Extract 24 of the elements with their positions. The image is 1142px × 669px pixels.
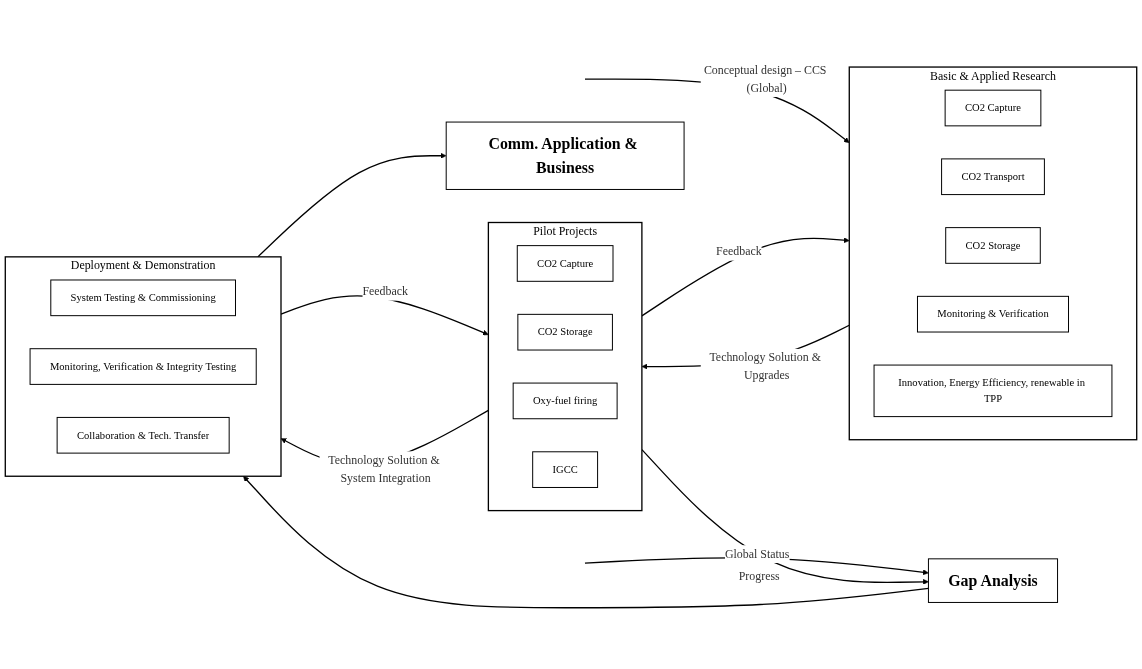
arrow (641, 448, 929, 585)
arrow (641, 237, 850, 317)
node-box: Monitoring & Verification (916, 295, 1069, 333)
edge-label: Feedback (362, 284, 408, 299)
edge-label: Feedback (716, 244, 762, 259)
edge-label: Technology Solution & Upgrades (709, 350, 821, 382)
arrow (257, 152, 447, 258)
node-box: CO2 Storage (517, 313, 613, 351)
node-box: Innovation, Energy Efficiency, renewable in TPP (873, 364, 1113, 418)
node-box: Gap Analysis (927, 558, 1059, 603)
node-box: CO2 Storage (945, 227, 1041, 264)
edge-label: Global Status (724, 547, 790, 561)
node-box: CO2 Capture (944, 89, 1042, 127)
node-box: CO2 Transport (941, 158, 1045, 196)
edge-label: Conceptual design – CCS (Global) (703, 63, 827, 95)
node-box: Collaboration & Tech. Transfer (56, 416, 230, 454)
edge-label: Progress (738, 569, 780, 583)
edge-label: Technology Solution & System Integration (328, 453, 440, 485)
node-box: Oxy-fuel firing (512, 382, 618, 420)
node-box: Comm. Application & Business (445, 121, 685, 190)
node-box: System Testing & Commissioning (50, 279, 236, 317)
node-box: Monitoring, Verification & Integrity Testing (29, 348, 257, 385)
node-box: CO2 Capture (516, 245, 614, 282)
node-box: IGCC (532, 451, 599, 488)
